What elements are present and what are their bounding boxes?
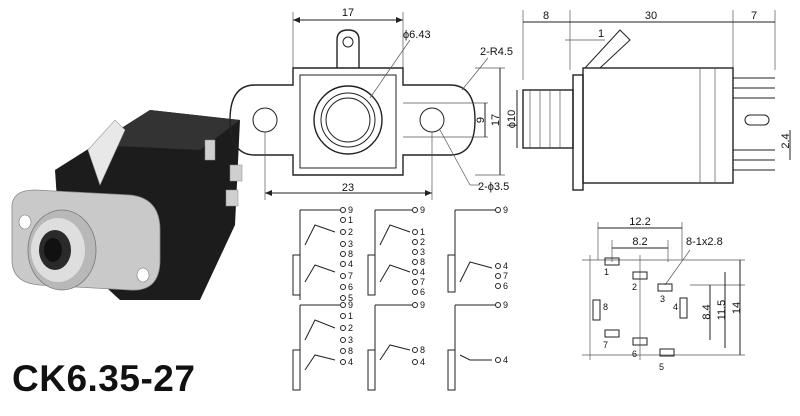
pad-label: 1 xyxy=(604,267,609,277)
pad-label: 8 xyxy=(603,302,608,312)
schematic-4: 9 1 2 3 8 4 xyxy=(292,300,353,391)
pad-label: 2 xyxy=(632,282,637,292)
dim-radius: 2-R4.5 xyxy=(480,46,513,58)
pin-label: 4 xyxy=(420,267,425,277)
dim-hole: 2-ϕ3.5 xyxy=(478,181,509,193)
pin-label: 8 xyxy=(348,249,353,259)
pin-label: 4 xyxy=(348,259,353,269)
pin-label: 5 xyxy=(348,293,353,303)
schematic-3: 9 4 7 6 xyxy=(447,205,508,293)
pin-label: 4 xyxy=(420,357,425,367)
schematic-2: 9 1 2 3 8 4 7 6 xyxy=(367,205,425,297)
pin-label: 2 xyxy=(348,227,353,237)
pin-label: 7 xyxy=(348,271,353,281)
pin-label: 6 xyxy=(348,282,353,292)
pin-label: 4 xyxy=(503,261,508,271)
pin-label: 2 xyxy=(348,323,353,333)
pad-label: 5 xyxy=(659,362,664,372)
pad-label: 3 xyxy=(660,294,665,304)
dim-diameter: ϕ6.43 xyxy=(403,29,431,41)
dim-barrel-dia: ϕ10 xyxy=(506,110,518,128)
dim-width-top: 17 xyxy=(342,7,354,19)
pad-label: 7 xyxy=(603,340,608,350)
pin-label: 9 xyxy=(348,300,353,310)
jack-photo xyxy=(11,110,243,300)
pin-label: 4 xyxy=(503,355,508,365)
side-view: 8 30 7 1 ϕ10 2.4 xyxy=(506,10,792,191)
pin-label: 2 xyxy=(420,237,425,247)
pin-label: 3 xyxy=(420,247,425,257)
dim-small: 1 xyxy=(598,28,604,40)
pin-label: 8 xyxy=(420,257,425,267)
pin-label: 7 xyxy=(503,271,508,281)
pin-label: 3 xyxy=(348,335,353,345)
pad-label: 6 xyxy=(632,349,637,359)
pin-label: 1 xyxy=(348,215,353,225)
pin-label: 8 xyxy=(348,346,353,356)
schematic-1: 9 1 2 3 8 4 7 6 5 xyxy=(292,205,353,303)
pcb-width-outer: 12.2 xyxy=(629,216,650,228)
schematic-5: 9 8 4 xyxy=(367,300,425,391)
pin-label: 9 xyxy=(503,205,508,215)
pin-label: 3 xyxy=(348,239,353,249)
pin-label: 9 xyxy=(503,300,508,310)
pin-label: 6 xyxy=(503,281,508,291)
model-title: CK6.35-27 xyxy=(12,358,196,399)
pcb-width-inner: 8.2 xyxy=(632,236,647,248)
schematic-1-pins: 9 1 2 3 8 4 7 6 5 xyxy=(340,205,353,303)
front-view: 17 ϕ6.43 2-R4.5 9 17 23 xyxy=(229,7,513,200)
pin-label: 7 xyxy=(420,277,425,287)
pcb-h2: 11.5 xyxy=(716,300,728,321)
dim-pin-pitch: 2.4 xyxy=(780,133,792,148)
dim-body-len: 30 xyxy=(645,10,657,22)
pin-label: 4 xyxy=(348,357,353,367)
dim-height-outer: 17 xyxy=(490,114,502,126)
pin-label: 9 xyxy=(348,205,353,215)
pad-label: 4 xyxy=(673,302,678,312)
pin-label: 8 xyxy=(420,345,425,355)
pcb-pad-note: 8-1x2.8 xyxy=(686,236,723,248)
dim-width-bottom: 23 xyxy=(342,182,354,194)
pcb-h1: 8.4 xyxy=(701,304,713,319)
dim-front-len: 8 xyxy=(543,10,549,22)
dim-pin-len: 7 xyxy=(751,10,757,22)
schematic-6: 9 4 xyxy=(447,300,508,391)
pin-label: 1 xyxy=(420,227,425,237)
dim-height-inner: 9 xyxy=(475,117,487,123)
pin-label: 6 xyxy=(420,287,425,297)
pin-label: 9 xyxy=(420,300,425,310)
pin-label: 9 xyxy=(420,205,425,215)
pin-label: 1 xyxy=(348,311,353,321)
pcb-h3: 14 xyxy=(731,302,743,314)
pcb-layout: 12.2 8.2 8-1x2.8 1 2 3 4 5 6 7 8 8.4 11 xyxy=(582,216,745,372)
